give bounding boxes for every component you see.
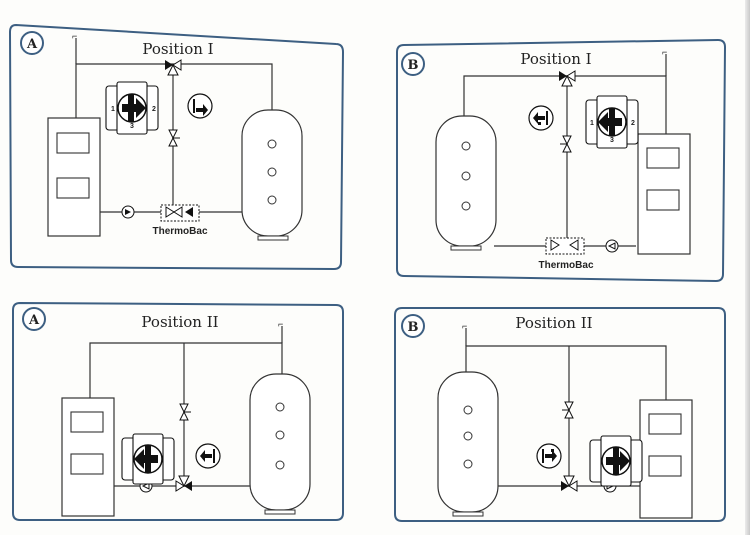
panel-letter: A <box>26 37 38 52</box>
panel-letter: B <box>408 58 419 73</box>
air-vent-icon: ⌐ <box>278 319 283 329</box>
pump-icon <box>121 205 135 219</box>
boiler-window-upper <box>70 411 104 433</box>
valve-position-icon <box>585 95 639 149</box>
valve-position-icon <box>589 435 643 487</box>
boiler-window-lower <box>646 189 680 211</box>
shutoff-valve-icon <box>560 135 572 153</box>
flow-direction-icon <box>195 443 221 469</box>
panel-letter: B <box>408 320 419 335</box>
shutoff-valve-icon <box>168 129 180 147</box>
panel-frame <box>12 301 344 521</box>
thermobac-valve-icon <box>160 204 200 222</box>
valve-position-icon <box>121 433 175 485</box>
pipe-flow <box>465 345 667 400</box>
thermometer-icon <box>461 141 471 151</box>
air-vent-icon: ⌐ <box>462 321 467 331</box>
diagram-panel-b-position-2: B Position II ⌐ <box>394 306 728 526</box>
flow-direction-icon <box>528 105 554 131</box>
thermometer-icon <box>461 201 471 211</box>
air-vent-icon: ⌐ <box>72 31 77 41</box>
boiler-window-upper <box>56 132 90 154</box>
panel-frame <box>394 307 726 522</box>
storage-tank <box>435 115 497 247</box>
storage-tank <box>437 371 499 513</box>
mixing-valve-icon <box>559 70 576 87</box>
panel-letter: A <box>28 313 40 328</box>
panel-title: Position I <box>142 40 213 58</box>
tank-foot <box>450 245 482 251</box>
thermometer-icon <box>463 431 473 441</box>
thermometer-icon <box>275 460 285 470</box>
storage-tank <box>241 109 303 237</box>
valve-port-label: 1 <box>590 120 594 127</box>
valve-port-label: 1 <box>111 106 115 113</box>
mixing-valve-icon <box>175 475 192 492</box>
thermobac-label: ThermoBac <box>152 226 207 237</box>
tank-foot <box>264 509 296 515</box>
valve-port-label: 3 <box>130 123 134 130</box>
pump-icon <box>605 239 619 253</box>
shutoff-valve-icon <box>179 403 191 421</box>
thermometer-icon <box>267 139 277 149</box>
tank-foot <box>452 511 484 517</box>
boiler-window-upper <box>646 147 680 169</box>
panel-letter-circle <box>20 31 44 55</box>
diagram-panel-b-position-1: B Position I ⌐ ThermoBac 1 <box>396 36 728 284</box>
panel-letter-circle <box>401 52 425 76</box>
diagram-panel-a-position-1: A Position I ⌐ ThermoBac <box>8 22 346 274</box>
thermometer-icon <box>267 167 277 177</box>
valve-position-icon <box>105 81 159 135</box>
panel-title: Position I <box>520 50 591 68</box>
air-vent-icon: ⌐ <box>662 47 667 57</box>
storage-tank <box>249 373 311 511</box>
thermobac-valve-icon <box>545 237 585 255</box>
valve-port-label: 2 <box>631 120 635 127</box>
boiler-window-upper <box>648 413 682 435</box>
mixing-valve-icon <box>165 59 182 76</box>
mixing-valve-icon <box>561 475 578 492</box>
boiler-window-lower <box>648 455 682 477</box>
thermometer-icon <box>267 195 277 205</box>
flow-direction-icon <box>187 93 213 119</box>
panel-frame <box>396 38 727 283</box>
panel-letter-circle <box>22 307 46 331</box>
boiler-window-lower <box>56 177 90 199</box>
valve-port-label: 3 <box>610 137 614 144</box>
page-edge <box>745 0 750 535</box>
boiler-window-lower <box>70 453 104 475</box>
valve-port-label: 2 <box>152 106 156 113</box>
shutoff-valve-icon <box>562 401 574 419</box>
thermobac-label: ThermoBac <box>538 260 593 271</box>
panel-title: Position II <box>515 314 592 332</box>
panel-frame <box>8 23 345 271</box>
thermometer-icon <box>463 459 473 469</box>
panel-title: Position II <box>141 313 218 331</box>
thermometer-icon <box>461 171 471 181</box>
panel-letter-circle <box>401 314 425 338</box>
thermometer-icon <box>275 430 285 440</box>
pipe-flow <box>89 342 283 398</box>
thermometer-icon <box>275 402 285 412</box>
diagram-panel-a-position-2: A Position II ⌐ <box>12 300 346 522</box>
thermometer-icon <box>463 405 473 415</box>
tank-foot <box>257 235 289 241</box>
flow-direction-icon <box>536 443 562 469</box>
